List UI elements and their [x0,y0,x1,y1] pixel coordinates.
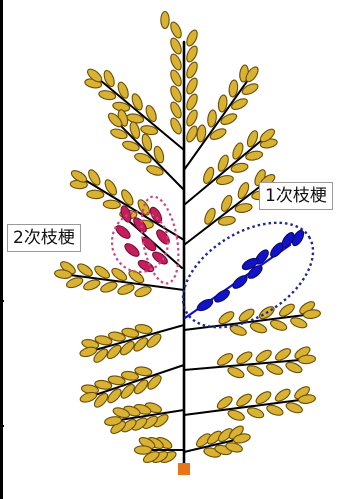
spikelet [169,69,184,88]
spikelet [144,104,158,123]
spikelet [136,198,152,217]
spikelet [245,129,259,148]
spikelet [231,142,245,161]
spikelet [236,181,251,200]
spikelet [87,190,104,199]
spikelet [99,280,118,294]
spikelet [227,408,246,422]
spikelet [169,21,184,40]
spikelet [219,194,234,213]
spikelet [219,112,238,127]
spikelet [130,92,144,111]
spikelet [102,69,116,88]
spikelet [202,166,216,185]
spikelet [86,168,102,187]
node-marker-icon [178,463,190,475]
spikelet [161,12,169,29]
spikelet [246,406,265,420]
spikelet [123,241,141,258]
spikelet [230,97,249,112]
spikelet [269,318,288,332]
spikelet [185,29,200,48]
spikelet [135,446,152,454]
spikelet [231,273,249,290]
spikelet [134,285,153,299]
spikelet [116,81,130,100]
spikelet [265,403,284,417]
spikelet [241,82,260,97]
spikelet [249,321,268,335]
spikelet [185,93,200,112]
primary-branch-label: 1次枝梗 [259,182,333,210]
spikelet [169,85,184,104]
spikelet [119,188,135,207]
secondary-branch-label: 2次枝梗 [7,224,81,252]
spikelet [246,364,265,378]
spikelet [103,178,119,197]
spikelet [114,223,132,240]
spikelet [185,77,200,96]
spikelet [216,154,230,173]
spikelet [185,61,200,80]
spikelet [185,45,200,64]
spikelet [169,37,184,56]
spikelet [169,53,184,72]
spikelet [169,117,184,136]
spikelet [265,362,284,376]
spikelet [213,288,232,305]
spikelet [203,207,218,226]
spikelet [117,283,136,297]
spikelet [185,109,200,128]
panicle-spikelets [54,12,321,465]
spikelet [82,278,101,292]
spikelet [196,297,215,313]
spikelet [169,101,184,120]
spikelet [226,365,245,379]
spikelet [103,200,120,209]
primary-branch [85,180,184,240]
spikelet [209,127,228,142]
